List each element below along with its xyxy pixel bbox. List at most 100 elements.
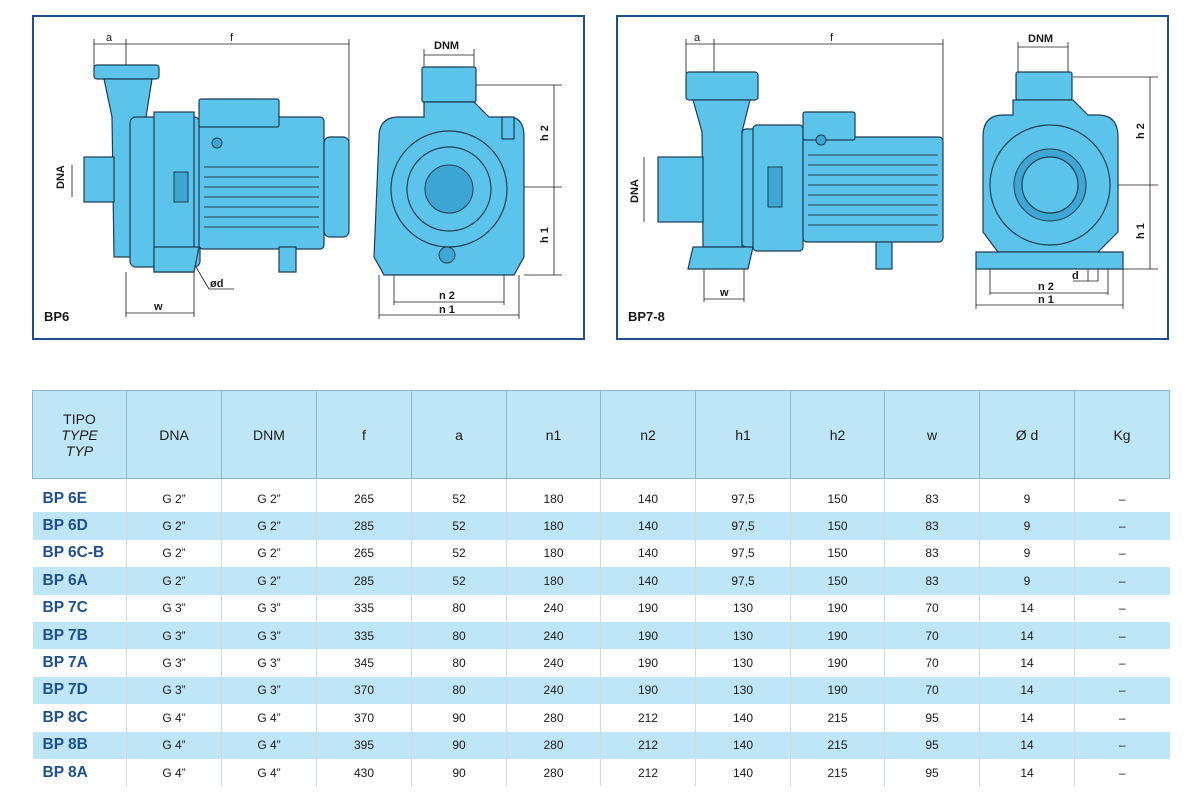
header-f: f xyxy=(316,390,412,479)
cell-h2: 190 xyxy=(790,621,885,650)
cell-model: BP 8C xyxy=(42,708,88,726)
cell-kg: – xyxy=(1074,649,1170,677)
cell-n2: 212 xyxy=(600,758,696,787)
cell-dnm: G 2” xyxy=(221,539,317,568)
dim-f-label: f xyxy=(230,32,234,44)
cell-h1: 130 xyxy=(695,649,791,677)
cell-n2: 212 xyxy=(600,704,696,732)
dim-dna-label: DNA xyxy=(629,179,641,203)
cell-d: 14 xyxy=(979,649,1075,677)
cell-kg: – xyxy=(1074,567,1170,595)
cell-n2: 190 xyxy=(600,649,696,677)
cell-dna: G 2” xyxy=(126,567,222,595)
header-kg: Kg xyxy=(1074,390,1170,479)
cell-h2: 190 xyxy=(790,676,885,705)
header-tipo-de: TYP xyxy=(65,442,94,459)
cell-dna: G 2” xyxy=(126,478,222,513)
cell-model: BP 8A xyxy=(42,763,88,781)
cell-dna: G 3” xyxy=(126,621,222,650)
cell-d: 14 xyxy=(979,594,1075,622)
cell-w: 70 xyxy=(884,649,980,677)
header-tipo-it: TIPO xyxy=(63,410,96,427)
cell-h1: 97,5 xyxy=(695,539,791,568)
panel-label-bp78: BP7-8 xyxy=(628,309,665,324)
cell-w: 70 xyxy=(884,676,980,705)
bp78-drawing: a f DNA w xyxy=(629,32,1158,309)
dim-w-label: w xyxy=(153,301,163,313)
cell-h1: 130 xyxy=(695,594,791,622)
bp6-drawing: a f DNA w ød xyxy=(55,32,562,319)
cell-d: 14 xyxy=(979,621,1075,650)
cell-model: BP 6E xyxy=(42,489,88,507)
cell-dnm: G 2” xyxy=(221,478,317,513)
header-h2: h2 xyxy=(790,390,885,479)
cell-d: 9 xyxy=(979,539,1075,568)
cell-n1: 180 xyxy=(506,567,601,595)
cell-dna: G 2” xyxy=(126,539,222,568)
header-n2: n2 xyxy=(600,390,696,479)
cell-a: 52 xyxy=(411,567,507,595)
cell-dna: G 3” xyxy=(126,676,222,705)
cell-dnm: G 2” xyxy=(221,567,317,595)
cell-dnm: G 3” xyxy=(221,676,317,705)
header-tipo: TIPO TYPE TYP xyxy=(32,390,127,479)
cell-dnm: G 3” xyxy=(221,621,317,650)
cell-f: 335 xyxy=(316,594,412,622)
header-dnm: DNM xyxy=(221,390,317,479)
cell-dna: G 4” xyxy=(126,758,222,787)
cell-w: 95 xyxy=(884,731,980,759)
cell-h2: 150 xyxy=(790,478,885,513)
cell-w: 95 xyxy=(884,704,980,732)
cell-h1: 130 xyxy=(695,676,791,705)
dim-n2-label: n 2 xyxy=(1038,281,1054,293)
header-d: Ø d xyxy=(979,390,1075,479)
cell-n1: 180 xyxy=(506,478,601,513)
dim-n2-label: n 2 xyxy=(439,290,455,302)
cell-h1: 140 xyxy=(695,758,791,787)
cell-a: 80 xyxy=(411,649,507,677)
cell-n1: 240 xyxy=(506,649,601,677)
cell-f: 370 xyxy=(316,676,412,705)
cell-n2: 140 xyxy=(600,478,696,513)
cell-n1: 240 xyxy=(506,676,601,705)
cell-f: 430 xyxy=(316,758,412,787)
dim-a-label: a xyxy=(106,32,113,44)
cell-kg: – xyxy=(1074,594,1170,622)
cell-dna: G 4” xyxy=(126,731,222,759)
cell-kg: – xyxy=(1074,512,1170,540)
cell-h1: 140 xyxy=(695,704,791,732)
cell-h2: 215 xyxy=(790,758,885,787)
cell-h2: 150 xyxy=(790,539,885,568)
dim-n1-label: n 1 xyxy=(439,304,455,316)
cell-dna: G 4” xyxy=(126,704,222,732)
cell-h2: 215 xyxy=(790,731,885,759)
dim-dna-label: DNA xyxy=(55,165,67,189)
cell-h2: 190 xyxy=(790,649,885,677)
cell-w: 83 xyxy=(884,567,980,595)
cell-a: 52 xyxy=(411,539,507,568)
panel-label-bp6: BP6 xyxy=(44,309,70,324)
cell-a: 80 xyxy=(411,621,507,650)
dim-d-label: d xyxy=(1072,270,1079,282)
cell-n2: 190 xyxy=(600,676,696,705)
cell-w: 95 xyxy=(884,758,980,787)
cell-n2: 190 xyxy=(600,594,696,622)
cell-f: 345 xyxy=(316,649,412,677)
cell-w: 83 xyxy=(884,512,980,540)
cell-model: BP 7B xyxy=(32,621,127,650)
cell-kg: – xyxy=(1074,478,1170,513)
cell-kg: – xyxy=(1074,704,1170,732)
cell-a: 80 xyxy=(411,676,507,705)
specifications-table: TIPO TYPE TYP DNA DNM f a n1 n2 h1 h2 w … xyxy=(32,390,1170,787)
cell-f: 395 xyxy=(316,731,412,759)
cell-dnm: G 3” xyxy=(221,649,317,677)
cell-n2: 190 xyxy=(600,621,696,650)
header-h1: h1 xyxy=(695,390,791,479)
header-w: w xyxy=(884,390,980,479)
